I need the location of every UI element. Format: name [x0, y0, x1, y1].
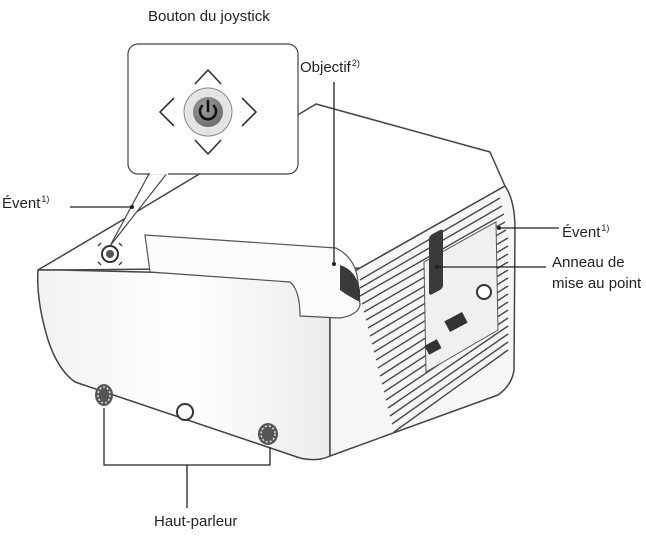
- lens-opening: [340, 265, 360, 302]
- port-hdmi: [444, 312, 468, 332]
- label-vent-left-text: Évent: [2, 195, 41, 212]
- leader-speaker: [103, 408, 271, 508]
- arrow-up-icon: [194, 68, 222, 85]
- speaker-right: [258, 423, 278, 445]
- label-lens-text: Objectif: [300, 59, 351, 76]
- focus-ring: [429, 229, 443, 295]
- label-lens-note: 2): [351, 58, 360, 68]
- arrow-left-icon: [158, 97, 175, 127]
- label-joystick-button: Bouton du joystick: [148, 8, 270, 26]
- arrow-right-icon: [241, 97, 258, 127]
- projector-body: [36, 103, 516, 461]
- leader-lines: [70, 82, 559, 508]
- projector-front-face: [36, 269, 331, 461]
- label-vent-right: Évent1): [562, 219, 609, 242]
- label-focus-ring: Anneau de mise au point: [552, 254, 642, 292]
- joystick-callout: [109, 43, 299, 247]
- label-speaker: Haut-parleur: [154, 513, 238, 530]
- label-lens: Objectif2): [300, 54, 360, 77]
- lens-cover: [144, 234, 361, 319]
- power-icon: [198, 99, 218, 121]
- label-vent-right-note: 1): [601, 223, 610, 233]
- port-round: [476, 284, 492, 300]
- front-hole: [176, 403, 194, 421]
- arrow-down-icon: [194, 139, 222, 156]
- speaker-left: [95, 384, 113, 406]
- label-vent-left: Évent1): [2, 190, 49, 213]
- joystick-on-body: [97, 242, 123, 266]
- label-vent-right-text: Évent: [562, 224, 601, 241]
- label-joystick-text: Bouton du joystick: [148, 8, 270, 25]
- label-vent-left-note: 1): [41, 194, 50, 204]
- port-usb: [424, 339, 442, 355]
